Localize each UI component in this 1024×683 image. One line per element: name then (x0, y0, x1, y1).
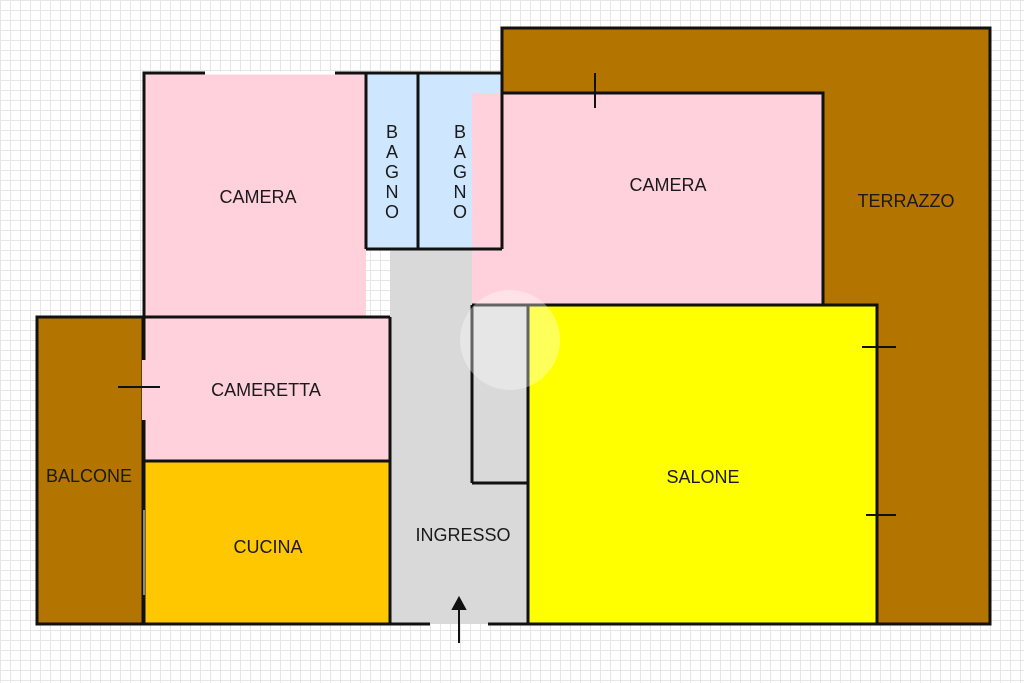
openings (118, 71, 896, 595)
camera-left-room (144, 73, 366, 317)
bagno-1-room (366, 73, 418, 249)
camera-right-room (472, 93, 823, 305)
arrow-up-icon (451, 595, 467, 643)
salone-room (528, 305, 877, 624)
terrazzo-label: TERRAZZO (858, 191, 955, 211)
cucina-label: CUCINA (233, 537, 302, 557)
cameretta-room (144, 317, 390, 461)
balcone-label: BALCONE (46, 466, 132, 486)
camera-left-label: CAMERA (219, 187, 296, 207)
ingresso-room (390, 249, 528, 624)
salone-label: SALONE (666, 467, 739, 487)
cucina-room (144, 461, 390, 624)
camera-right-label: CAMERA (629, 175, 706, 195)
cameretta-label: CAMERETTA (211, 380, 321, 400)
ingresso-label: INGRESSO (415, 525, 510, 545)
watermark (460, 290, 560, 390)
